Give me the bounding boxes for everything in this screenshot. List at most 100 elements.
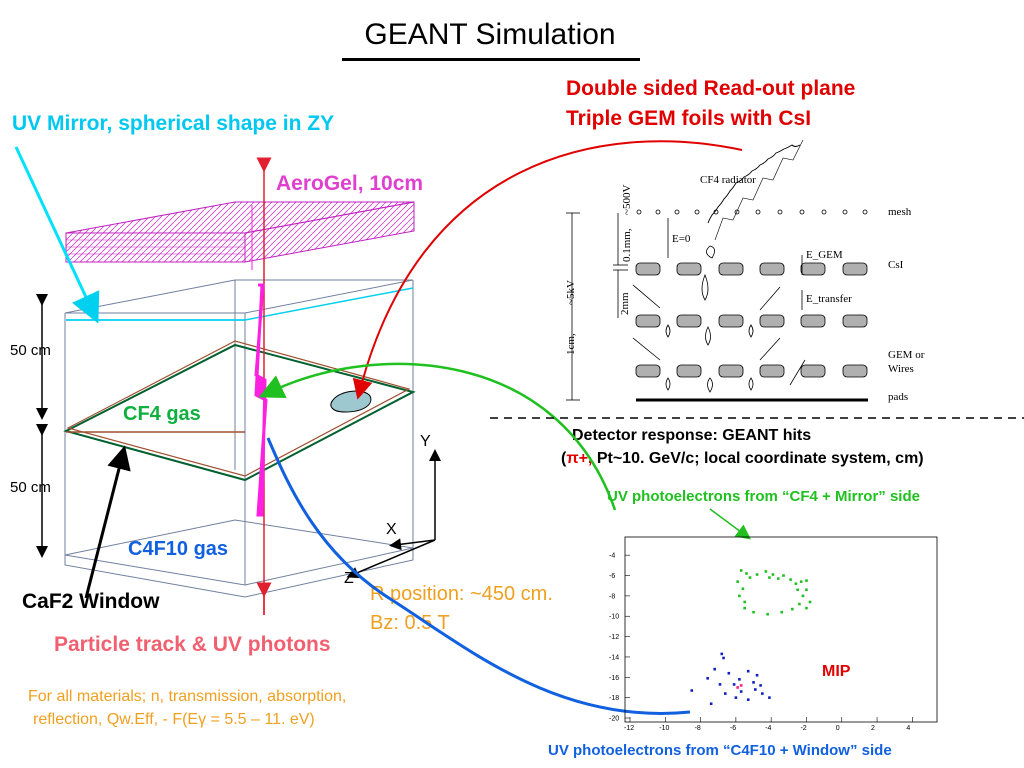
x-tick-label: -6 <box>730 725 736 732</box>
scatter-point <box>805 579 808 582</box>
scatter-point <box>709 702 713 706</box>
x-tick-label: -2 <box>800 725 806 732</box>
scatter-point <box>752 681 755 684</box>
scatter-point <box>736 580 739 583</box>
scatter-point <box>745 572 748 575</box>
readout-plane-label: Double sided Read-out plane <box>566 77 856 100</box>
y-tick-label: -18 <box>609 695 619 702</box>
gem-gap1cm: 1cm, <box>565 333 577 355</box>
y-tick-label: -8 <box>609 593 615 600</box>
scatter-point <box>801 594 805 598</box>
scatter-point <box>727 671 731 675</box>
scatter-frame <box>624 536 938 723</box>
x-tick-label: 2 <box>871 725 875 732</box>
mirror-pointer-arrow <box>14 146 100 324</box>
y-tick-label: -16 <box>609 675 619 682</box>
scatter-point <box>739 569 743 572</box>
x-tick-label: 4 <box>906 725 910 732</box>
csi-hit-blob <box>330 390 372 413</box>
y-tick-label: -10 <box>609 614 619 621</box>
scatter-point <box>768 576 771 579</box>
detector-response-paren: ( <box>561 450 567 467</box>
scatter-point <box>789 578 792 581</box>
cf4-gas-label: CF4 gas <box>123 403 201 425</box>
axis-y-label: Y <box>420 433 431 450</box>
y-tick-label: -4 <box>609 553 615 560</box>
scatter-point <box>732 683 736 686</box>
gem-mesh: mesh <box>888 206 912 218</box>
scatter-point <box>805 606 808 610</box>
axis-x-label: X <box>386 521 397 538</box>
y-tick-label: -12 <box>609 634 619 641</box>
gem-e-gem: E_GEM <box>806 249 843 261</box>
title-underline <box>342 58 640 61</box>
gem-gap2: 2mm <box>619 292 631 315</box>
scatter-point <box>799 580 803 583</box>
scatter-point <box>739 690 743 693</box>
cf4-hits-arrow <box>709 508 752 540</box>
detector-response-conditions: Pt~10. GeV/c; local coordinate system, c… <box>592 450 924 467</box>
scatter-point <box>720 652 724 656</box>
scatter-point <box>753 688 757 691</box>
scatter-point <box>743 606 747 610</box>
scatter-point <box>759 684 762 687</box>
gem-foils-label: Triple GEM foils with CsI <box>566 107 812 130</box>
particle-track-label: Particle track & UV photons <box>54 633 331 656</box>
gem-gap01: 0.1mm, <box>621 228 633 262</box>
caf2-window-label: CaF2 Window <box>22 590 160 613</box>
scatter-point <box>771 573 775 576</box>
gem-csi: CsI <box>888 259 904 271</box>
scatter-point <box>764 570 768 573</box>
scatter-point <box>752 610 755 614</box>
gem-wires: Wires <box>888 363 914 375</box>
coordinate-axes <box>346 449 441 579</box>
scatter-point <box>722 656 725 660</box>
gem-cf4-radiator: CF4 radiator <box>700 174 756 186</box>
gem-schematic: CF4 radiator mesh CsI GEM or Wires pads … <box>565 139 925 403</box>
scatter-point <box>768 696 771 699</box>
x-tick-label: 0 <box>836 725 840 732</box>
bz-label: Bz: 0.5 T <box>370 612 450 634</box>
uv-cf4-caption: UV photoelectrons from “CF4 + Mirror” si… <box>607 488 920 505</box>
scatter-point <box>741 587 745 591</box>
x-tick-label: -12 <box>624 725 634 732</box>
scatter-point <box>746 698 750 701</box>
scatter-point <box>713 667 717 671</box>
scatter-point <box>738 594 741 598</box>
y-tick-label: -6 <box>609 573 615 580</box>
scatter-point <box>755 573 759 576</box>
scatter-point <box>808 600 812 604</box>
scatter-point <box>706 677 709 680</box>
mirror-plane <box>66 287 414 321</box>
materials-note-line1: For all materials; n, transmission, abso… <box>28 688 347 705</box>
gem-v5k: ~5kV <box>565 280 577 305</box>
detector-response-title: Detector response: GEANT hits <box>572 427 812 444</box>
r-position-label: R position: ~450 cm. <box>370 583 553 605</box>
scatter-point <box>766 612 769 616</box>
scatter-point <box>776 577 780 580</box>
gem-e-transfer: E_transfer <box>806 293 852 305</box>
scatter-point <box>736 686 739 689</box>
scatter-point <box>791 607 794 611</box>
y-tick-label: -14 <box>609 654 619 661</box>
scatter-point <box>690 689 694 692</box>
mip-label: MIP <box>822 663 851 680</box>
gem-v500: ~500V <box>621 185 633 215</box>
gem-e0: E=0 <box>672 233 691 245</box>
cf4-pointer-arrow <box>258 362 617 511</box>
gem-or: GEM or <box>888 349 925 361</box>
y-tick-label: -20 <box>609 716 619 723</box>
scatter-point <box>796 588 799 592</box>
uv-c4f10-caption: UV photoelectrons from “C4F10 + Window” … <box>548 742 892 759</box>
scatter-point <box>734 696 738 699</box>
c4f10-pointer-curve <box>266 437 691 715</box>
x-tick-label: -4 <box>765 725 771 732</box>
materials-note-line2: reflection, Qw.Eff, - F(Eγ = 5.5 – 11. e… <box>33 711 315 728</box>
scatter-point <box>805 588 808 592</box>
x-tick-label: -10 <box>659 725 669 732</box>
middle-plane <box>63 340 416 482</box>
scatter-point <box>782 574 785 577</box>
